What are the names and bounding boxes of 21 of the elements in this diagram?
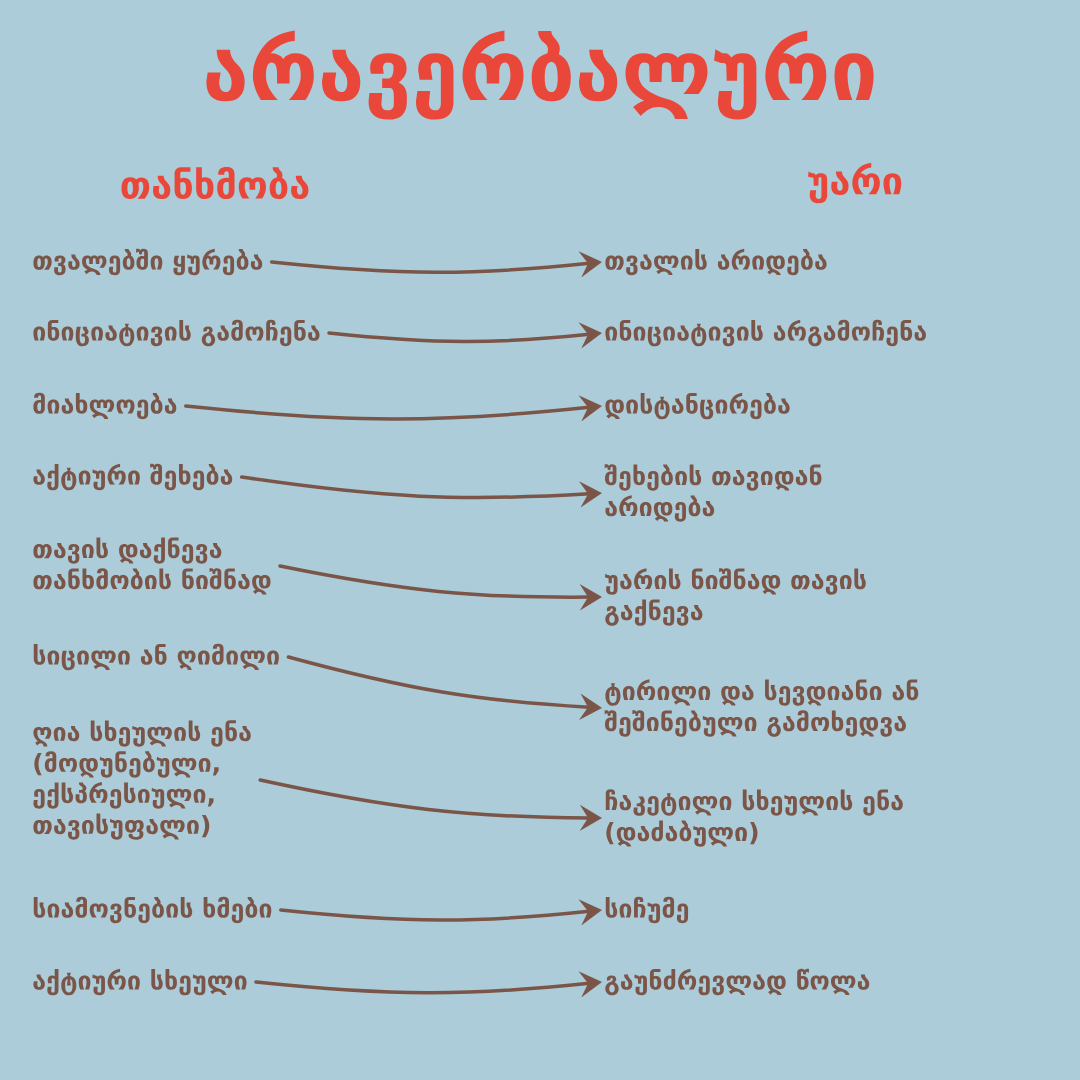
column-heading: თანხმობა [121, 167, 309, 199]
list-item: აქტიური შეხება [33, 463, 233, 491]
list-item: თავის დაქნევა თანხმობის ნიშნად [33, 537, 271, 595]
list-item: ინიციატივის გამოჩენა [33, 319, 320, 347]
list-item: სიცილი ან ღიმილი [33, 643, 279, 671]
list-item: შეხების თავიდან არიდება [604, 464, 822, 522]
list-item: თვალებში ყურება [33, 248, 263, 276]
column-heading: უარი [808, 162, 902, 204]
list-item: ღია სხეულის ენა (მოდუნებული, ექსპრესიული, თავისუფალი) [33, 720, 251, 840]
list-item: ინიციატივის არგამოჩენა [605, 319, 926, 347]
list-item: თვალის არიდება [605, 248, 827, 276]
list-item: უარის ნიშნად თავის გაქნევა [604, 568, 866, 626]
list-item: სიამოვნების ხმები [33, 896, 272, 924]
list-item: აქტიური სხეული [33, 968, 247, 996]
list-item: ჩაკეტილი სხეულის ენა (დაძაბული) [605, 789, 903, 847]
list-item: მიახლოება [33, 392, 177, 420]
title: არავერბალური [206, 30, 874, 120]
list-item: სიჩუმე [605, 896, 689, 924]
list-item: დისტანცირება [605, 392, 790, 420]
list-item: ტირილი და სევდიანი ან შეშინებული გამოხედვა [604, 679, 919, 737]
list-item: გაუნძრევლად წოლა [605, 968, 870, 996]
